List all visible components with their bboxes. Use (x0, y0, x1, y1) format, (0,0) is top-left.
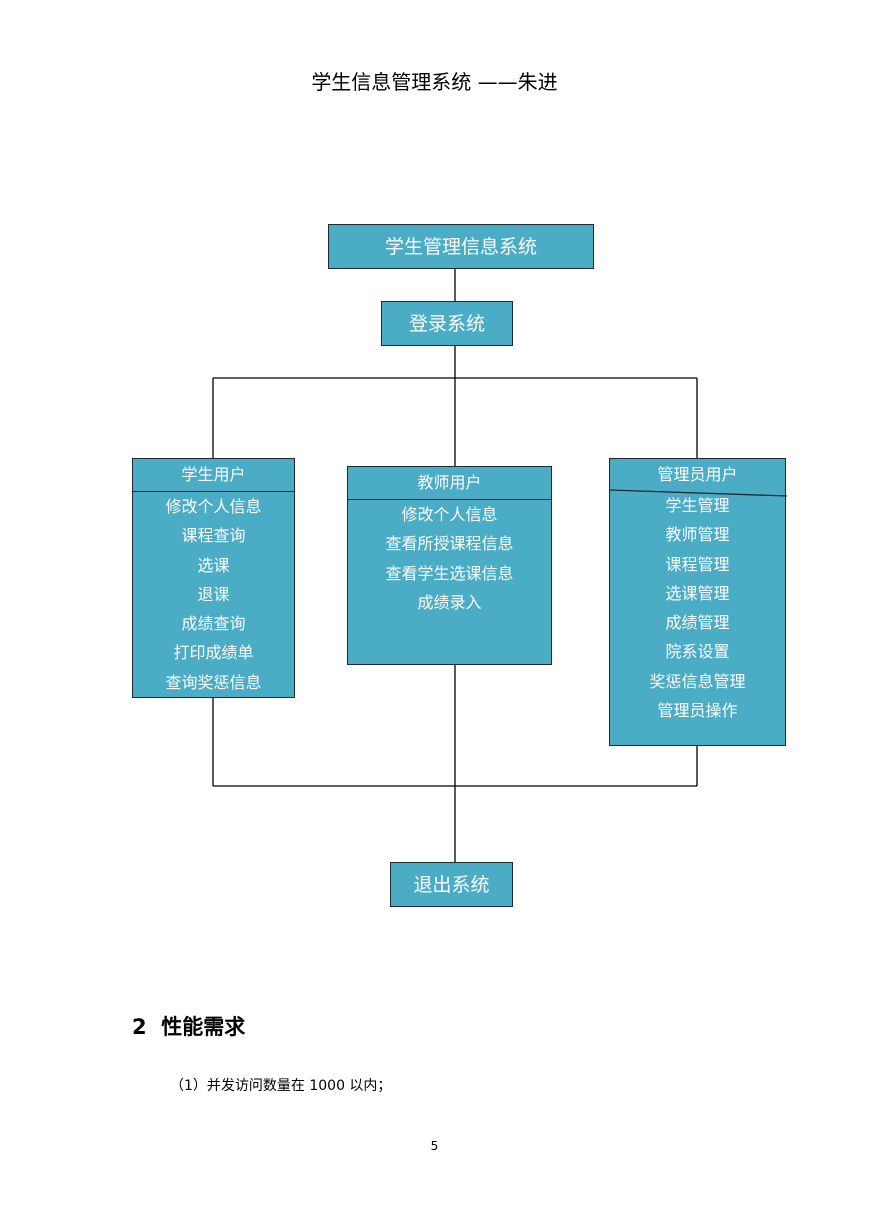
admin-user-title: 管理员用户 (657, 465, 738, 484)
student-item: 选课 (197, 555, 230, 575)
teacher-item: 查看所授课程信息 (385, 534, 514, 554)
exit-system-label: 退出系统 (413, 874, 490, 896)
page-number: 5 (430, 1139, 439, 1153)
requirement-paragraph: （1）并发访问数量在 1000 以内； (170, 1078, 392, 1094)
login-system-label: 登录系统 (408, 313, 485, 335)
student-item: 查询奖惩信息 (165, 672, 262, 692)
student-item: 课程查询 (181, 526, 246, 546)
root-system-box: 学生管理信息系统 (328, 224, 594, 269)
student-item: 退课 (197, 584, 230, 604)
teacher-item: 修改个人信息 (401, 505, 498, 524)
teacher-user-title: 教师用户 (348, 467, 551, 500)
student-user-title: 学生用户 (133, 459, 294, 492)
teacher-item: 成绩录入 (417, 592, 482, 612)
page-header: 学生信息管理系统 ——朱进 (311, 70, 558, 94)
admin-item: 奖惩信息管理 (649, 671, 746, 691)
exit-system-box: 退出系统 (390, 862, 513, 907)
student-item: 成绩查询 (181, 614, 246, 634)
admin-item: 学生管理 (665, 496, 730, 515)
student-item: 修改个人信息 (165, 497, 262, 516)
admin-item: 课程管理 (665, 554, 730, 574)
section-heading: 2 性能需求 (132, 1015, 246, 1039)
student-item: 打印成绩单 (173, 643, 254, 663)
teacher-user-items: 修改个人信息 查看所授课程信息 查看学生选课信息 成绩录入 (348, 500, 551, 617)
admin-item: 院系设置 (665, 642, 730, 662)
admin-item: 成绩管理 (665, 613, 730, 633)
root-system-label: 学生管理信息系统 (384, 236, 537, 258)
login-system-box: 登录系统 (381, 301, 513, 346)
student-user-box: 学生用户 修改个人信息 课程查询 选课 退课 成绩查询 打印成绩单 查询奖惩信息 (132, 458, 295, 698)
admin-item: 教师管理 (665, 525, 730, 545)
admin-item: 管理员操作 (657, 701, 738, 721)
student-user-items: 修改个人信息 课程查询 选课 退课 成绩查询 打印成绩单 查询奖惩信息 (133, 492, 294, 697)
admin-user-items: 学生管理 教师管理 课程管理 选课管理 成绩管理 院系设置 奖惩信息管理 管理员… (610, 491, 785, 725)
admin-item: 选课管理 (665, 583, 730, 603)
teacher-item: 查看学生选课信息 (385, 563, 514, 583)
admin-title-divider (610, 489, 787, 497)
admin-user-box: 管理员用户 学生管理 教师管理 课程管理 选课管理 成绩管理 院系设置 奖惩信息… (609, 458, 787, 746)
teacher-user-box: 教师用户 修改个人信息 查看所授课程信息 查看学生选课信息 成绩录入 (347, 466, 552, 665)
